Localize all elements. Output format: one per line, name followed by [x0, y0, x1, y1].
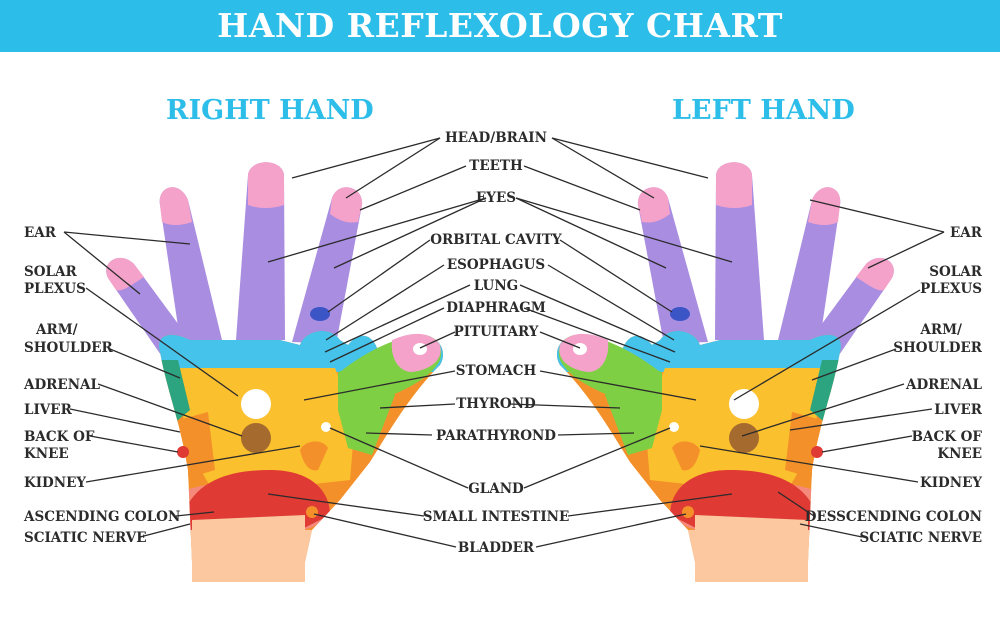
right-label-back-of: BACK OF: [912, 429, 983, 445]
label-lung: LUNG: [474, 278, 518, 294]
right-label-arm: ARM/: [919, 322, 962, 338]
title-banner: [0, 0, 1000, 52]
label-orbital-cavity: ORBITAL CAVITY: [430, 232, 562, 248]
right-label-plexus: PLEXUS: [920, 281, 982, 297]
center-labels: HEAD/BRAIN TEETH EYES ORBITAL CAVITY ESO…: [423, 130, 570, 556]
right-label-adrenal: ADRENAL: [905, 377, 983, 393]
left-label-kidney: KIDNEY: [24, 475, 86, 491]
label-bladder: BLADDER: [458, 540, 535, 556]
label-parathyrond: PARATHYROND: [436, 428, 556, 444]
label-head-brain: HEAD/BRAIN: [445, 130, 547, 146]
leader-lines: [63, 137, 945, 548]
label-diaphragm: DIAPHRAGM: [446, 300, 546, 316]
right-label-sciatic-nerve: SCIATIC NERVE: [860, 530, 982, 546]
left-label-ear: EAR: [24, 225, 57, 241]
label-pituitary: PITUITARY: [454, 324, 539, 340]
right-label-kidney: KIDNEY: [920, 475, 982, 491]
right-label-descending-colon: DESSCENDING COLON: [805, 509, 982, 525]
page-title: HAND REFLEXOLOGY CHART: [217, 6, 783, 45]
label-stomach: STOMACH: [456, 363, 537, 379]
right-label-liver: LIVER: [934, 402, 983, 418]
label-eyes: EYES: [476, 190, 516, 206]
right-side-labels: EAR SOLAR PLEXUS ARM/ SHOULDER ADRENAL L…: [805, 225, 983, 546]
right-label-shoulder: SHOULDER: [893, 340, 983, 356]
left-label-arm: ARM/: [35, 322, 78, 338]
left-label-plexus: PLEXUS: [24, 281, 86, 297]
left-label-liver: LIVER: [24, 402, 73, 418]
left-label-adrenal: ADRENAL: [23, 377, 101, 393]
label-teeth: TEETH: [469, 158, 523, 174]
right-hand-title: RIGHT HAND: [166, 95, 374, 126]
label-thyrond: THYROND: [456, 396, 536, 412]
right-label-solar: SOLAR: [929, 264, 982, 280]
left-side-labels: EAR SOLAR PLEXUS ARM/ SHOULDER ADRENAL L…: [23, 225, 180, 546]
left-label-ascending-colon: ASCENDING COLON: [23, 509, 180, 525]
left-label-solar: SOLAR: [24, 264, 77, 280]
left-label-knee: KNEE: [24, 446, 69, 462]
left-label-back-of: BACK OF: [24, 429, 95, 445]
right-label-ear: EAR: [950, 225, 983, 241]
left-hand-title: LEFT HAND: [672, 95, 855, 126]
right-label-knee: KNEE: [937, 446, 982, 462]
label-gland: GLAND: [468, 481, 524, 497]
left-label-shoulder: SHOULDER: [24, 340, 114, 356]
left-label-sciatic-nerve: SCIATIC NERVE: [24, 530, 146, 546]
label-esophagus: ESOPHAGUS: [447, 257, 545, 273]
label-small-intestine: SMALL INTESTINE: [423, 509, 570, 525]
